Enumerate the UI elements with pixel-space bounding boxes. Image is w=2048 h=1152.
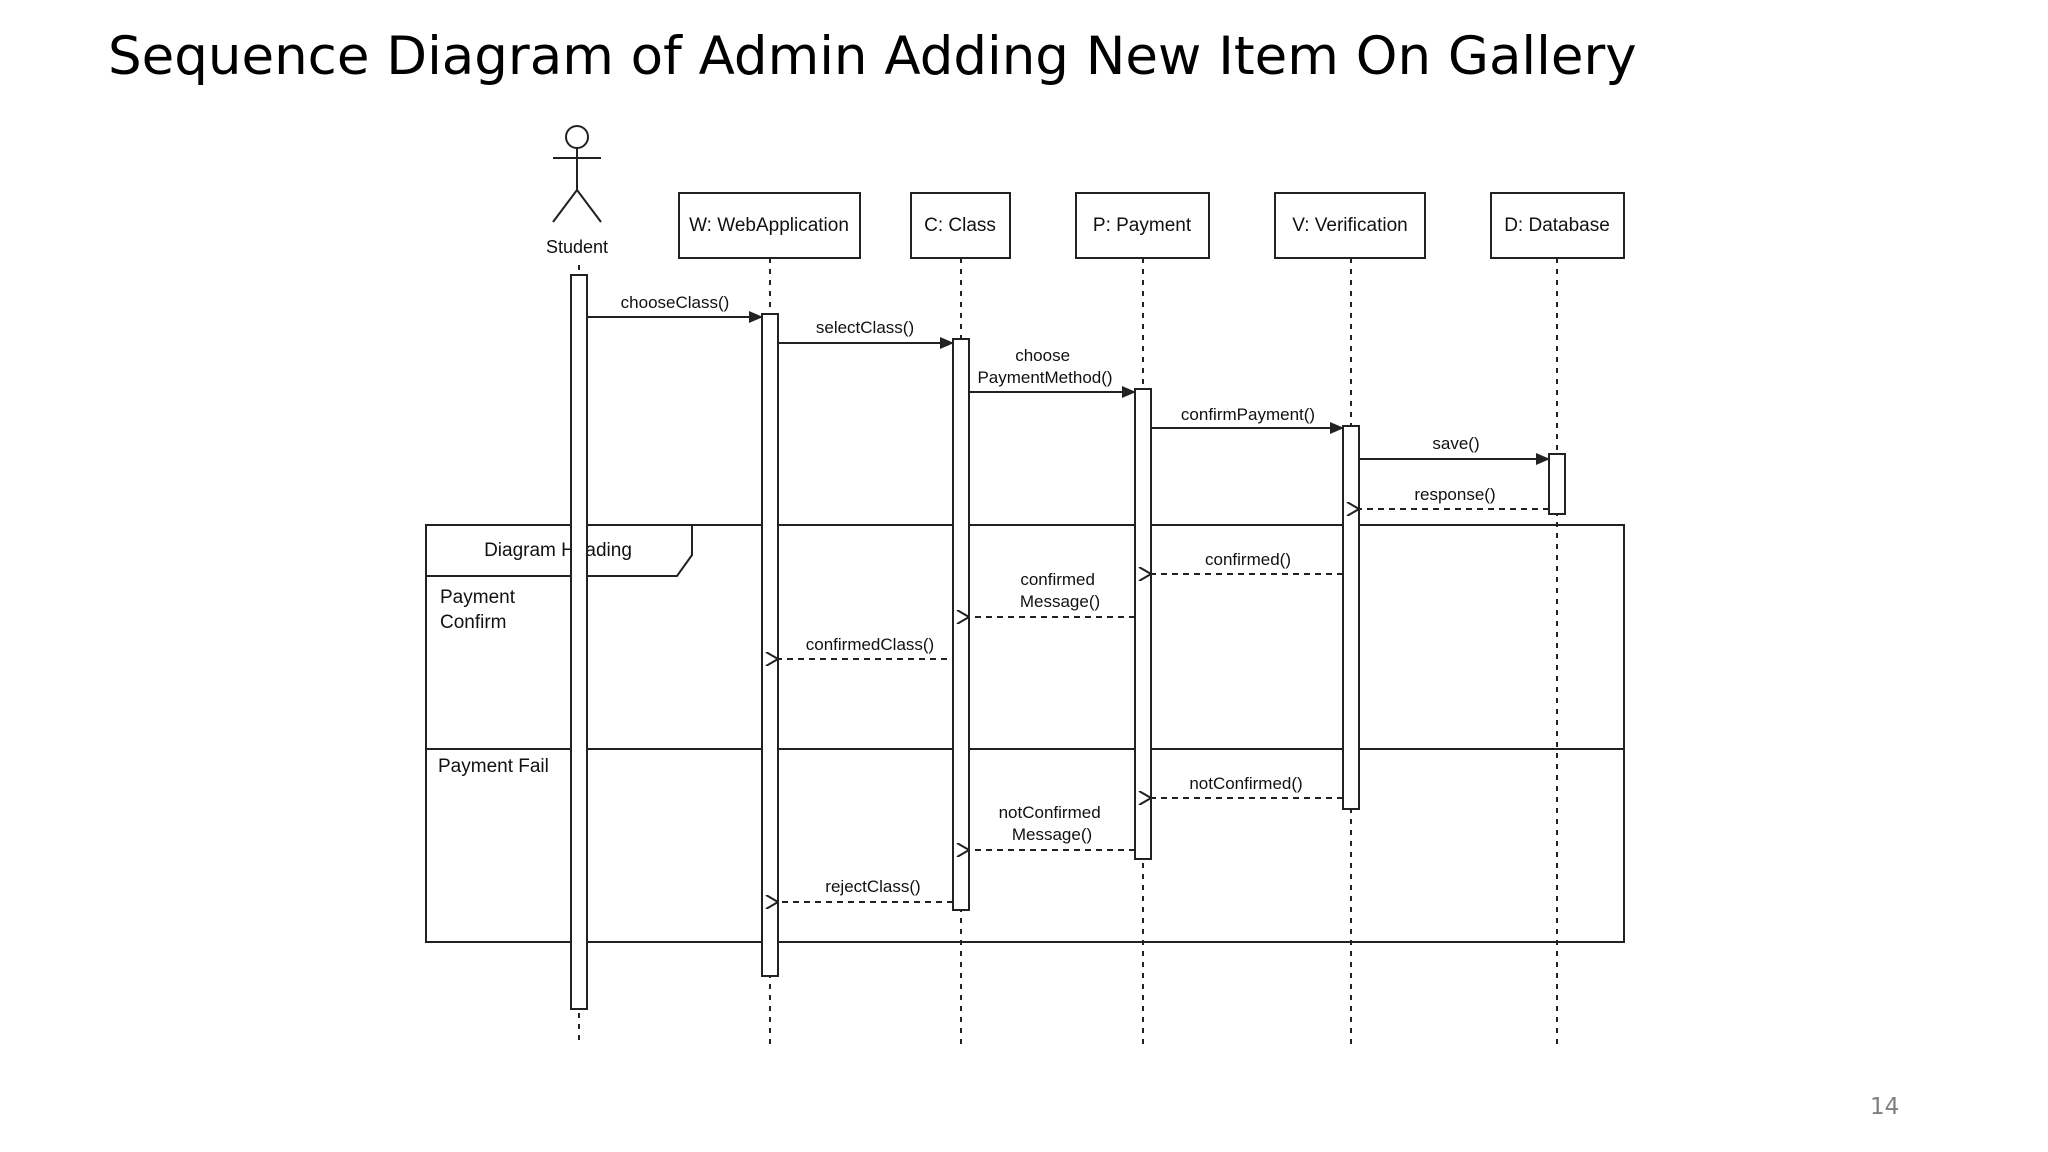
- actor-student: Student: [546, 125, 608, 257]
- message-notconfirmedmessage: notConfirmed Message(): [969, 803, 1135, 850]
- lifeline-label: P: Payment: [1093, 215, 1192, 236]
- message-chooseclass: chooseClass(): [587, 293, 763, 323]
- lifeline-class: C: Class: [910, 192, 1011, 259]
- lifeline-label: V: Verification: [1292, 215, 1407, 236]
- lifeline-label: C: Class: [924, 215, 996, 236]
- message-confirmpayment: confirmPayment(): [1151, 405, 1344, 434]
- activation-class: [952, 338, 970, 911]
- message-response: response(): [1359, 485, 1549, 509]
- activation-webapplication: [761, 313, 779, 977]
- lifeline-label: D: Database: [1504, 215, 1610, 236]
- page-number: 14: [1870, 1094, 1900, 1120]
- combined-fragment: Diagram Heading Payment Confirm Payment …: [425, 524, 1625, 943]
- message-label: notConfirmed(): [1189, 774, 1302, 793]
- stick-figure-icon: [552, 125, 602, 223]
- message-rejectclass: rejectClass(): [778, 877, 953, 902]
- message-choosepaymentmethod: choose PaymentMethod(): [969, 346, 1136, 398]
- message-label: confirmed(): [1205, 550, 1291, 569]
- lifeline-payment: P: Payment: [1075, 192, 1210, 259]
- section-label-payment-fail: Payment Fail: [438, 756, 549, 777]
- message-label: confirmed Message(): [1020, 570, 1100, 611]
- message-selectclass: selectClass(): [778, 318, 954, 349]
- message-label: response(): [1414, 485, 1495, 504]
- lifeline-label: W: WebApplication: [689, 215, 849, 236]
- message-label: choose PaymentMethod(): [977, 346, 1112, 387]
- lifeline-database: D: Database: [1490, 192, 1625, 259]
- lifeline-webapplication: W: WebApplication: [678, 192, 861, 259]
- lifeline-verification: V: Verification: [1274, 192, 1426, 259]
- message-label: rejectClass(): [825, 877, 920, 896]
- activation-student: [570, 274, 588, 1010]
- fragment-heading: Diagram Heading: [484, 540, 632, 561]
- section-label-payment-confirm: Payment Confirm: [440, 587, 520, 633]
- message-confirmedclass: confirmedClass(): [778, 635, 947, 659]
- activation-verification: [1342, 425, 1360, 810]
- message-label: selectClass(): [816, 318, 914, 337]
- message-label: confirmedClass(): [806, 635, 934, 654]
- message-label: notConfirmed Message(): [999, 803, 1106, 844]
- message-confirmedmessage: confirmed Message(): [969, 570, 1135, 617]
- activation-payment: [1134, 388, 1152, 860]
- slide-title: Sequence Diagram of Admin Adding New Ite…: [108, 26, 1637, 87]
- activation-database: [1548, 453, 1566, 515]
- message-notconfirmed: notConfirmed(): [1151, 774, 1343, 798]
- message-label: save(): [1432, 434, 1479, 453]
- message-save: save(): [1359, 434, 1550, 465]
- message-confirmed: confirmed(): [1151, 550, 1343, 574]
- actor-label: Student: [546, 237, 608, 257]
- message-label: confirmPayment(): [1181, 405, 1315, 424]
- message-label: chooseClass(): [621, 293, 730, 312]
